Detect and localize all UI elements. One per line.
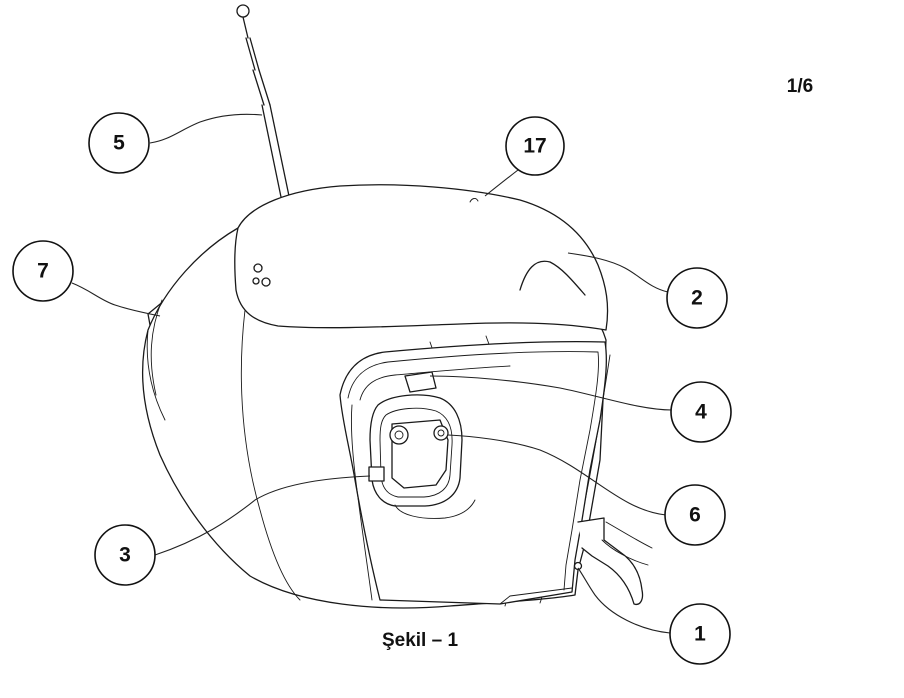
callout-3: 3	[94, 524, 156, 586]
callout-1: 1	[669, 603, 731, 665]
callout-5: 5	[88, 112, 150, 174]
callout-2: 2	[666, 267, 728, 329]
callout-7: 7	[12, 240, 74, 302]
figure-caption: Şekil – 1	[381, 630, 459, 651]
callout-label: 6	[689, 504, 701, 527]
callout-label: 3	[119, 544, 131, 567]
callout-label: 17	[523, 135, 546, 158]
callout-label: 4	[695, 401, 707, 424]
callout-label: 1	[694, 623, 706, 646]
antenna	[236, 4, 290, 198]
callout-label: 5	[113, 132, 125, 155]
chin-strap	[573, 517, 653, 606]
top-module	[234, 184, 609, 331]
callout-6: 6	[664, 484, 726, 546]
leader-lines	[71, 113, 673, 634]
callout-4: 4	[670, 381, 732, 443]
internal-frame	[368, 371, 476, 519]
callout-17: 17	[505, 116, 565, 176]
callout-label: 2	[691, 287, 703, 310]
callout-label: 7	[37, 260, 49, 283]
page-number: 1/6	[786, 76, 814, 97]
